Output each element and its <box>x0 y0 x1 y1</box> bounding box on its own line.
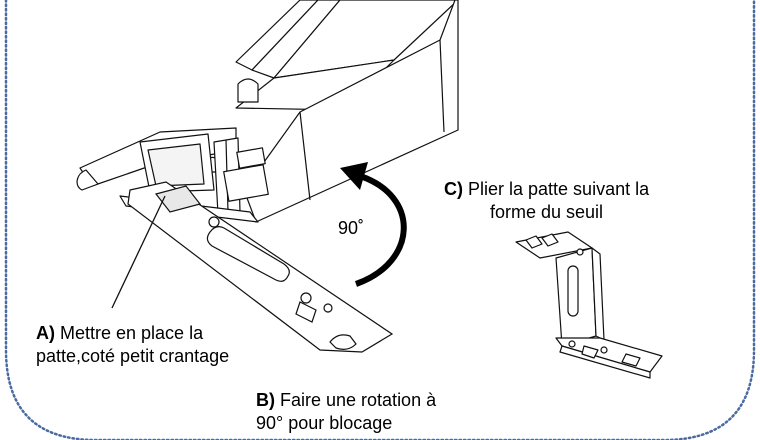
step-c-line-2: forme du seuil <box>490 202 604 222</box>
step-a-line-1: A) Mettre en place la <box>36 323 204 343</box>
step-c-line-1: C) Plier la patte suivant la <box>444 179 650 199</box>
step-c-letter: C) <box>444 179 463 199</box>
threshold-profile <box>76 0 459 223</box>
step-b-line-1: B) Faire une rotation à <box>256 390 437 410</box>
step-b-line-2: 90° pour blocage <box>256 413 393 433</box>
dotted-frame <box>4 0 756 440</box>
arrow-head <box>340 162 368 190</box>
step-a-label: A) Mettre en place la patte,coté petit c… <box>36 322 229 368</box>
rotation-angle-label: 90˚ <box>338 218 365 238</box>
mounting-strap <box>127 181 394 353</box>
step-a-letter: A) <box>36 323 55 343</box>
step-b-letter: B) <box>256 390 275 410</box>
step-c-label: C) Plier la patte suivant la forme du se… <box>444 178 649 224</box>
step-b-label: B) Faire une rotation à 90° pour blocage <box>256 389 436 435</box>
step-a-line-2: patte,coté petit crantage <box>36 346 230 366</box>
bent-strap <box>515 231 663 379</box>
curved-arrow-icon <box>354 173 407 287</box>
leader-line <box>111 195 166 309</box>
